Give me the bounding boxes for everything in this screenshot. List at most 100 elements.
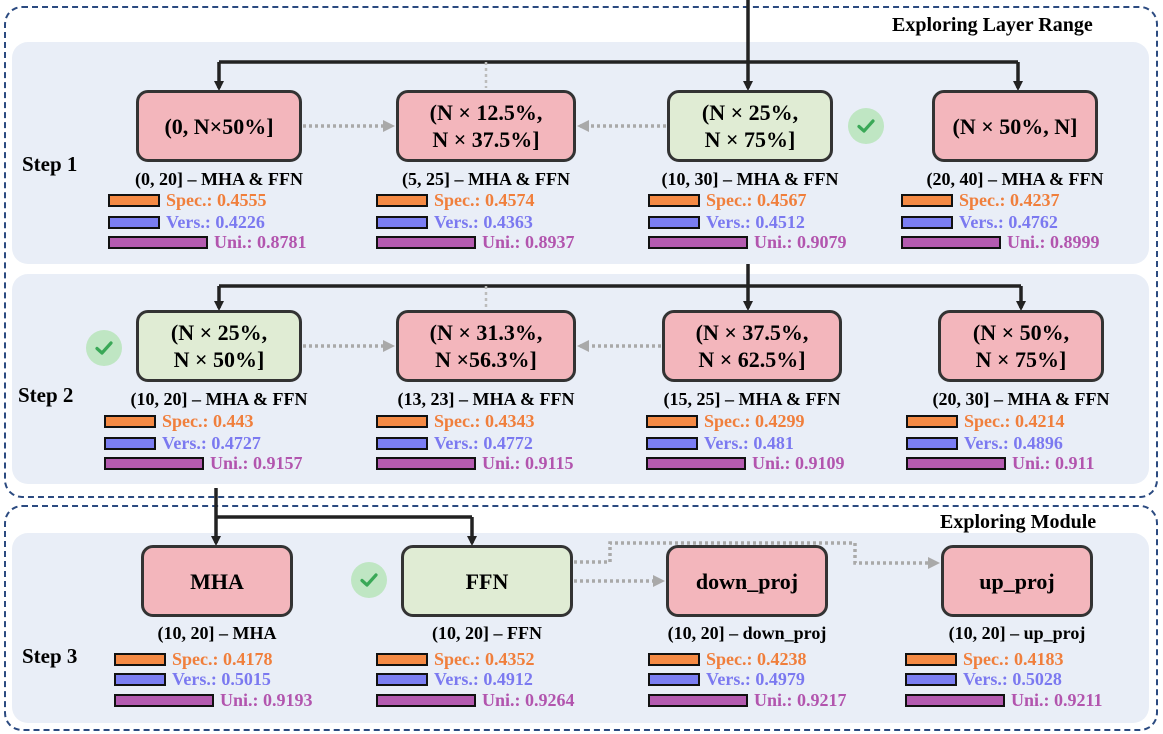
uni-score: Uni.: 0.9157 bbox=[210, 453, 303, 473]
node-label-line: up_proj bbox=[979, 568, 1055, 594]
uni-score: Uni.: 0.9109 bbox=[752, 453, 845, 473]
option-node: (0, N×50%] bbox=[136, 90, 302, 162]
node-label-line: (N × 25%, bbox=[701, 100, 799, 125]
layer-range-frame bbox=[4, 6, 1158, 498]
uni-score: Uni.: 0.911 bbox=[1012, 453, 1095, 473]
uni-bar bbox=[901, 236, 1001, 249]
node-label-line: down_proj bbox=[695, 568, 799, 594]
uni-score: Uni.: 0.9211 bbox=[1011, 690, 1103, 710]
vers-score: Vers.: 0.4979 bbox=[706, 669, 805, 689]
node-caption: (20, 30] – MHA & FFN bbox=[932, 389, 1110, 409]
node-caption: (10, 20] – FFN bbox=[432, 623, 542, 643]
spec-bar bbox=[104, 415, 156, 428]
uni-bar bbox=[108, 236, 208, 249]
uni-score: Uni.: 0.8999 bbox=[1007, 232, 1100, 252]
option-node: (N × 31.3%,N ×56.3%] bbox=[396, 310, 576, 382]
module-title: Exploring Module bbox=[940, 511, 1097, 533]
option-node: MHA bbox=[141, 545, 293, 617]
node-caption: (10, 20] – MHA bbox=[157, 623, 277, 643]
node-caption: (5, 25] – MHA & FFN bbox=[402, 169, 570, 189]
node-caption: (13, 23] – MHA & FFN bbox=[397, 389, 575, 409]
option-node: down_proj bbox=[666, 545, 828, 617]
uni-score: Uni.: 0.9115 bbox=[482, 453, 574, 473]
uni-score: Uni.: 0.9217 bbox=[754, 690, 847, 710]
spec-bar bbox=[376, 653, 428, 666]
uni-bar bbox=[906, 457, 1006, 470]
vers-bar bbox=[114, 673, 166, 686]
vers-bar bbox=[648, 216, 700, 229]
step-label: Step 2 bbox=[18, 383, 74, 407]
node-label-line: FFN bbox=[465, 568, 509, 594]
spec-bar bbox=[376, 194, 428, 207]
vers-bar bbox=[376, 216, 428, 229]
spec-score: Spec.: 0.4574 bbox=[434, 190, 535, 210]
spec-score: Spec.: 0.4555 bbox=[166, 190, 267, 210]
vers-score: Vers.: 0.4363 bbox=[434, 212, 533, 232]
uni-bar bbox=[648, 694, 748, 707]
checkmark-icon bbox=[848, 108, 884, 144]
uni-bar bbox=[114, 694, 214, 707]
node-caption: (10, 20] – down_proj bbox=[667, 623, 827, 643]
spec-score: Spec.: 0.4214 bbox=[964, 411, 1065, 431]
uni-bar bbox=[648, 236, 748, 249]
spec-bar bbox=[905, 653, 957, 666]
vers-score: Vers.: 0.5015 bbox=[172, 669, 271, 689]
spec-score: Spec.: 0.4238 bbox=[706, 649, 807, 669]
option-node: up_proj bbox=[941, 545, 1093, 617]
node-label-line: N × 50%] bbox=[173, 347, 265, 372]
vers-score: Vers.: 0.5028 bbox=[963, 669, 1062, 689]
node-label-line: N × 37.5%] bbox=[432, 127, 540, 152]
node-caption: (20, 40] – MHA & FFN bbox=[926, 169, 1104, 189]
option-node: (N × 37.5%,N × 62.5%] bbox=[662, 310, 842, 382]
step-label: Step 3 bbox=[22, 644, 78, 668]
spec-score: Spec.: 0.4178 bbox=[172, 649, 273, 669]
node-label-line: N × 75%] bbox=[975, 347, 1067, 372]
node-label-line: (N × 31.3%, bbox=[429, 320, 543, 345]
node-caption: (10, 20] – up_proj bbox=[948, 623, 1086, 643]
vers-score: Vers.: 0.4772 bbox=[434, 433, 533, 453]
node-label-line: N × 75%] bbox=[704, 127, 796, 152]
vers-score: Vers.: 0.481 bbox=[704, 433, 794, 453]
spec-bar bbox=[901, 194, 953, 207]
vers-bar bbox=[108, 216, 160, 229]
uni-bar bbox=[376, 236, 476, 249]
spec-bar bbox=[906, 415, 958, 428]
node-label-line: N × 62.5%] bbox=[698, 347, 806, 372]
vers-bar bbox=[648, 673, 700, 686]
uni-bar bbox=[376, 694, 476, 707]
node-label-line: (N × 25%, bbox=[170, 320, 268, 345]
vers-score: Vers.: 0.4896 bbox=[964, 433, 1063, 453]
spec-score: Spec.: 0.4343 bbox=[434, 411, 535, 431]
option-node: (N × 25%,N × 50%] bbox=[136, 310, 302, 382]
vers-bar bbox=[905, 673, 957, 686]
node-label-line: (N × 50%, bbox=[972, 320, 1070, 345]
spec-bar bbox=[648, 194, 700, 207]
option-node: (N × 50%, N] bbox=[932, 90, 1098, 162]
vers-bar bbox=[646, 437, 698, 450]
uni-score: Uni.: 0.8781 bbox=[214, 232, 307, 252]
uni-score: Uni.: 0.9079 bbox=[754, 232, 847, 252]
vers-bar bbox=[901, 216, 953, 229]
checkmark-icon bbox=[351, 562, 387, 598]
vers-bar bbox=[906, 437, 958, 450]
vers-bar bbox=[104, 437, 156, 450]
vers-score: Vers.: 0.4762 bbox=[959, 212, 1058, 232]
spec-bar bbox=[108, 194, 160, 207]
spec-bar bbox=[646, 415, 698, 428]
node-label-line: MHA bbox=[190, 568, 244, 594]
vers-score: Vers.: 0.4727 bbox=[162, 433, 261, 453]
node-caption: (10, 20] – MHA & FFN bbox=[130, 389, 308, 409]
node-label-line: (0, N×50%] bbox=[164, 113, 274, 139]
option-node: (N × 25%,N × 75%] bbox=[667, 90, 833, 162]
uni-bar bbox=[905, 694, 1005, 707]
node-caption: (0, 20] – MHA & FFN bbox=[135, 169, 303, 189]
option-node: FFN bbox=[401, 545, 573, 617]
node-label-line: (N × 37.5%, bbox=[695, 320, 809, 345]
layer-range-title: Exploring Layer Range bbox=[892, 14, 1093, 36]
uni-bar bbox=[376, 457, 476, 470]
vers-score: Vers.: 0.4912 bbox=[434, 669, 533, 689]
node-label-line: (N × 12.5%, bbox=[429, 100, 543, 125]
node-caption: (15, 25] – MHA & FFN bbox=[663, 389, 841, 409]
